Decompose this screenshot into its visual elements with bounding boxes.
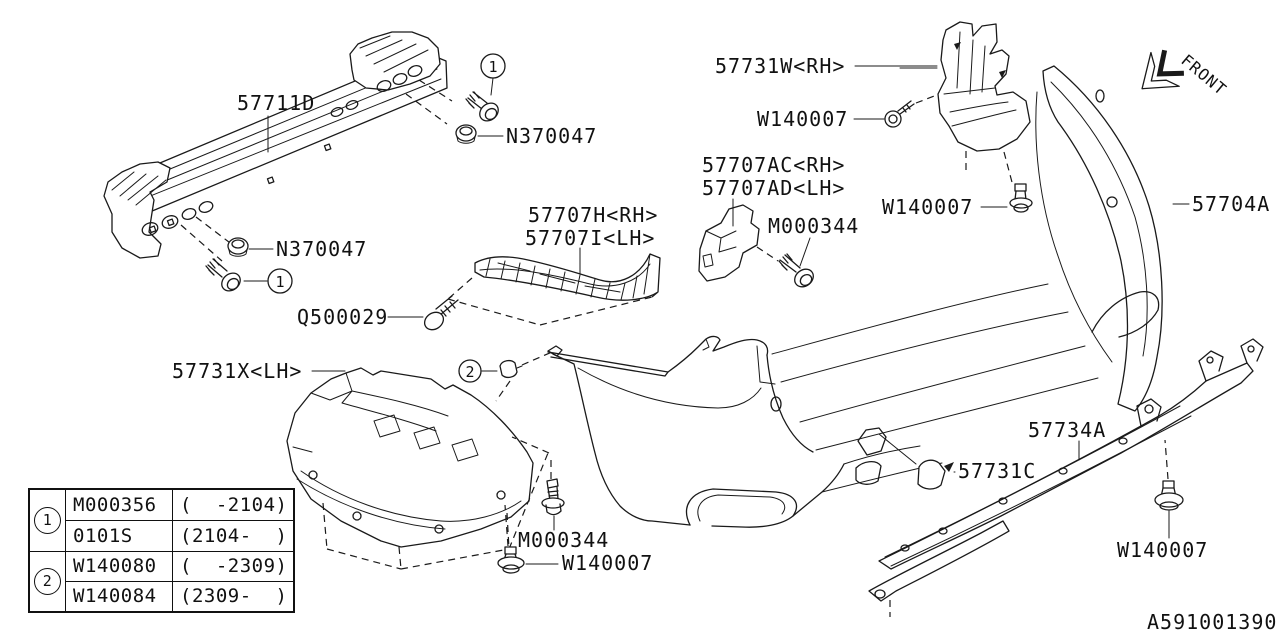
callout-q500029: Q500029 xyxy=(297,305,388,329)
screw-w140007-top xyxy=(884,110,902,128)
callout-w140007-right: W140007 xyxy=(1117,538,1208,562)
callout-57734a: 57734A xyxy=(1028,418,1106,442)
legend-part-0101s: 0101S xyxy=(66,520,172,550)
diagram-id: A591001390 xyxy=(1147,610,1277,634)
screw-m000344-bottom xyxy=(511,436,565,531)
ref-marker-2-assembly: 2 xyxy=(458,351,553,402)
legend-ref-2: 2 xyxy=(30,550,66,611)
callout-57707i: 57707I<LH> xyxy=(525,226,655,250)
front-direction-arrow: FRONT xyxy=(1141,49,1230,100)
callout-57731x: 57731X<LH> xyxy=(172,359,302,383)
callout-n370047-bottom: N370047 xyxy=(276,237,367,261)
part-bumper-corner xyxy=(1035,65,1190,412)
callout-57707ad: 57707AD<LH> xyxy=(702,176,845,200)
callout-w140007-top: W140007 xyxy=(757,107,848,131)
ref-marker-2 xyxy=(458,359,482,383)
ref-1-bottom-number: 1 xyxy=(275,273,284,291)
clip-57731c xyxy=(878,433,956,490)
ref-marker-1-bottom xyxy=(267,268,293,294)
legend-range-m000356: ( -2104) xyxy=(172,490,293,521)
callout-n370047-top: N370047 xyxy=(506,124,597,148)
callout-57731c: 57731C xyxy=(958,459,1036,483)
ref-1-top-number: 1 xyxy=(488,58,497,76)
front-label: FRONT xyxy=(1177,51,1230,100)
clip-w140007-mid xyxy=(1009,183,1033,213)
legend-ref-2-circle: 2 xyxy=(34,567,61,595)
part-rear-beam xyxy=(103,31,448,259)
screw-w140007-right xyxy=(1154,439,1184,539)
ref-2-number: 2 xyxy=(465,363,474,381)
callout-57731w: 57731W<RH> xyxy=(715,54,845,78)
part-upper-bracket xyxy=(853,21,1033,213)
part-under-cover xyxy=(286,367,549,570)
callout-57707h: 57707H<RH> xyxy=(528,203,658,227)
callout-m000344-mid: M000344 xyxy=(768,214,859,238)
legend-range-0101s: (2104- ) xyxy=(172,520,293,551)
callout-w140007-mid: W140007 xyxy=(882,195,973,219)
part-side-spacer xyxy=(447,253,661,326)
legend-ref-1-circle: 1 xyxy=(34,506,61,534)
bolt-top-assembly: 1 xyxy=(405,53,506,144)
clip-w140007-bottom xyxy=(497,504,559,574)
callout-m000344-bottom: M000344 xyxy=(518,528,609,552)
part-lower-garnish xyxy=(868,338,1264,617)
legend-part-m000356: M000356 xyxy=(73,494,157,517)
callout-57707ac: 57707AC<RH> xyxy=(702,153,845,177)
applicability-legend-table: 1 M000356 ( -2104) 0101S (2104- ) 2 W140… xyxy=(28,488,295,613)
part-corner-bracket xyxy=(698,198,814,288)
legend-range-w140084: (2309- ) xyxy=(172,580,293,611)
legend-ref-1: 1 xyxy=(30,490,66,551)
screw-q500029 xyxy=(387,295,459,331)
callout-57711d: 57711D xyxy=(237,91,315,115)
legend-part-w140084: W140084 xyxy=(66,580,172,611)
callout-w140007-bottom: W140007 xyxy=(562,551,653,575)
legend-part-w140080: W140080 xyxy=(66,550,172,581)
bolt-bottom-assembly: 1 xyxy=(180,216,293,294)
legend-range-w140080: ( -2309) xyxy=(172,550,293,581)
part-bumper-face xyxy=(547,283,1160,528)
callout-57704a: 57704A xyxy=(1192,192,1270,216)
